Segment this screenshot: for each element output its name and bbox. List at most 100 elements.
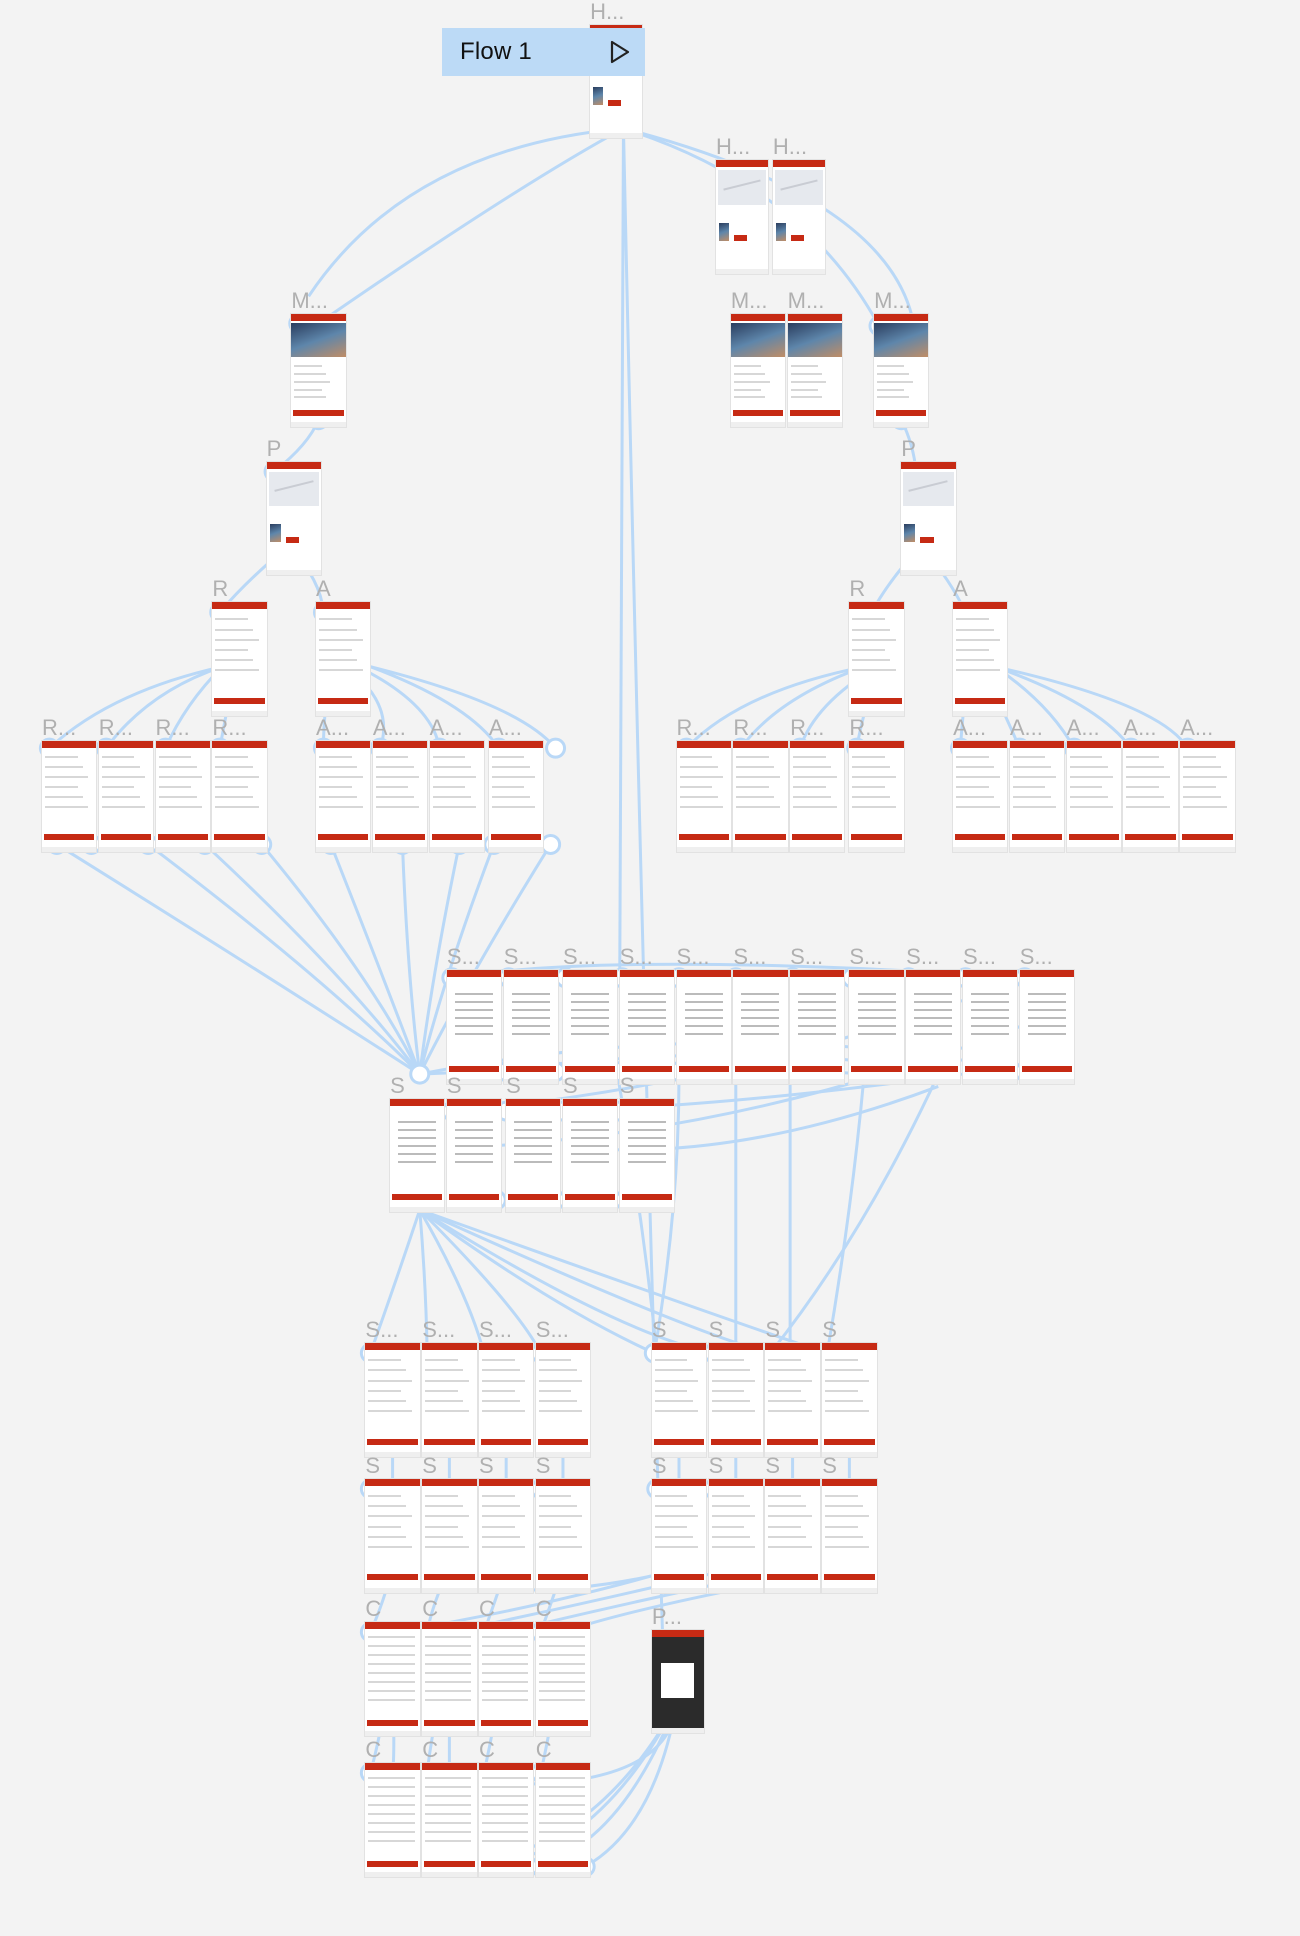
tab-bar xyxy=(365,1730,420,1736)
screen-thumbnail-form[interactable] xyxy=(535,1762,591,1877)
form-field xyxy=(538,1831,585,1834)
text-line xyxy=(44,756,78,759)
screen-thumbnail-list[interactable] xyxy=(429,740,484,852)
screen-thumbnail-ticket[interactable] xyxy=(708,1343,763,1457)
screen-thumbnail-summary[interactable] xyxy=(651,1479,707,1593)
screen-thumbnail-ticket[interactable] xyxy=(822,1343,877,1457)
screen-thumbnail-ticket[interactable] xyxy=(365,1343,420,1457)
screen-thumbnail-seat[interactable] xyxy=(562,970,618,1084)
screen-thumbnail-list[interactable] xyxy=(372,740,428,852)
text-line xyxy=(491,796,530,799)
screen-thumbnail-seat[interactable] xyxy=(849,970,904,1084)
screen-thumbnail-seat[interactable] xyxy=(962,970,1018,1084)
screen-thumbnail-seat[interactable] xyxy=(790,970,845,1084)
screen-thumbnail-map[interactable] xyxy=(901,461,956,576)
seat-row xyxy=(627,1008,666,1011)
screen-thumbnail-seat[interactable] xyxy=(733,970,788,1084)
frame-label: R... xyxy=(41,714,77,740)
screen-thumbnail-list[interactable] xyxy=(316,602,371,717)
screen-thumbnail-seat[interactable] xyxy=(619,1098,675,1213)
screen-thumbnail-seat[interactable] xyxy=(446,970,502,1084)
screen-thumbnail-seat[interactable] xyxy=(619,970,675,1084)
screen-thumbnail-summary[interactable] xyxy=(479,1479,534,1593)
screen-thumbnail-map[interactable] xyxy=(266,461,321,576)
screen-thumbnail-seat[interactable] xyxy=(562,1098,618,1213)
seat-row xyxy=(857,1032,896,1035)
screen-thumbnail-list[interactable] xyxy=(41,740,97,852)
screen-thumbnail-seat[interactable] xyxy=(676,970,731,1084)
text-line xyxy=(956,756,989,759)
screen-thumbnail-summary[interactable] xyxy=(365,1479,420,1593)
text-line xyxy=(790,388,818,391)
screen-thumbnail-list[interactable] xyxy=(953,602,1008,717)
seat-row xyxy=(1027,1016,1066,1019)
screen-thumbnail-list[interactable] xyxy=(1180,740,1235,852)
screen-thumbnail-list[interactable] xyxy=(316,740,371,852)
app-header-bar xyxy=(291,313,346,321)
map-image xyxy=(718,170,766,205)
app-header-bar xyxy=(765,1479,820,1486)
screen-thumbnail-ticket[interactable] xyxy=(479,1343,534,1457)
screen-thumbnail-seat[interactable] xyxy=(503,970,559,1084)
screen-thumbnail-list[interactable] xyxy=(849,602,904,717)
movie-banner-image xyxy=(874,322,929,357)
screen-thumbnail-seat[interactable] xyxy=(906,970,961,1084)
screen-thumbnail-list[interactable] xyxy=(790,740,845,852)
screen-thumbnail-list[interactable] xyxy=(488,740,544,852)
screen-thumbnail-list[interactable] xyxy=(212,740,267,852)
screen-thumbnail-seat[interactable] xyxy=(390,1098,445,1213)
text-line xyxy=(956,628,995,631)
screen-thumbnail-list[interactable] xyxy=(849,740,904,852)
connection-node[interactable] xyxy=(540,833,562,855)
screen-thumbnail-list[interactable] xyxy=(733,740,788,852)
screen-thumbnail-form[interactable] xyxy=(535,1622,591,1736)
screen-thumbnail-form[interactable] xyxy=(479,1762,534,1877)
screen-thumbnail-movie[interactable] xyxy=(730,313,786,428)
flow-start-button[interactable]: Flow 1 xyxy=(442,28,645,76)
screen-thumbnail-list[interactable] xyxy=(1009,740,1065,852)
seat-row xyxy=(571,1137,610,1140)
screen-thumbnail-list[interactable] xyxy=(155,740,210,852)
screen-thumbnail-seat[interactable] xyxy=(446,1098,502,1213)
frame-label: S xyxy=(506,1072,521,1098)
screen-thumbnail-map[interactable] xyxy=(716,160,768,275)
app-header-bar xyxy=(962,970,1018,978)
screen-thumbnail-form[interactable] xyxy=(365,1622,420,1736)
screen-thumbnail-list[interactable] xyxy=(676,740,731,852)
screen-thumbnail-popup[interactable] xyxy=(651,1629,704,1734)
screen-thumbnail-movie[interactable] xyxy=(787,313,842,428)
screen-thumbnail-form[interactable] xyxy=(479,1622,534,1736)
cta-button xyxy=(367,1860,418,1867)
screen-thumbnail-summary[interactable] xyxy=(822,1479,877,1593)
screen-thumbnail-movie[interactable] xyxy=(874,313,929,428)
screen-thumbnail-summary[interactable] xyxy=(535,1479,591,1593)
connection-node[interactable] xyxy=(545,737,567,759)
screen-thumbnail-list[interactable] xyxy=(1123,740,1178,852)
screen-thumbnail-ticket[interactable] xyxy=(535,1343,591,1457)
screen-thumbnail-summary[interactable] xyxy=(765,1479,820,1593)
screen-thumbnail-list[interactable] xyxy=(1066,740,1121,852)
cta-button xyxy=(157,834,208,841)
screen-thumbnail-list[interactable] xyxy=(953,740,1008,852)
tab-bar xyxy=(41,846,97,852)
screen-thumbnail-list[interactable] xyxy=(212,602,267,717)
screen-thumbnail-seat[interactable] xyxy=(1019,970,1075,1084)
screen-thumbnail-form[interactable] xyxy=(422,1762,477,1877)
screen-thumbnail-summary[interactable] xyxy=(422,1479,477,1593)
text-line xyxy=(790,364,818,367)
text-line xyxy=(368,1546,412,1548)
screen-thumbnail-ticket[interactable] xyxy=(765,1343,820,1457)
connection-node[interactable] xyxy=(409,1063,431,1085)
connection-wire xyxy=(418,844,461,1075)
screen-thumbnail-list[interactable] xyxy=(98,740,154,852)
screen-thumbnail-ticket[interactable] xyxy=(651,1343,707,1457)
screen-thumbnail-movie[interactable] xyxy=(291,313,346,428)
screen-thumbnail-seat[interactable] xyxy=(506,1098,561,1213)
screen-thumbnail-form[interactable] xyxy=(422,1622,477,1736)
screen-thumbnail-map[interactable] xyxy=(772,160,825,275)
screen-thumbnail-ticket[interactable] xyxy=(422,1343,477,1457)
screen-thumbnail-form[interactable] xyxy=(365,1762,420,1877)
cta-button xyxy=(505,1065,557,1072)
screen-thumbnail-summary[interactable] xyxy=(708,1479,763,1593)
app-header-bar xyxy=(479,1762,534,1770)
